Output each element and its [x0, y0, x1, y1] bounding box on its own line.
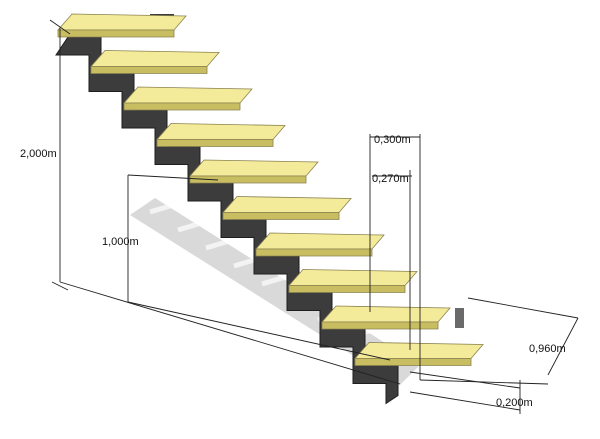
dim-riser-bottom-line	[409, 391, 521, 411]
tread-edge	[288, 285, 406, 293]
tread-top	[321, 305, 451, 323]
label-tread-depth: 0,300m	[374, 134, 411, 146]
tread-top	[123, 86, 253, 104]
label-total-height: 2,000m	[20, 148, 57, 160]
tread-group	[57, 13, 484, 366]
tread-edge	[123, 102, 241, 111]
tread-edge	[156, 139, 274, 147]
label-half-height: 1,000m	[102, 236, 139, 248]
dimension-lines	[49, 19, 579, 414]
dim-width-top-line	[467, 297, 579, 319]
dim-half-floor-line	[127, 301, 391, 361]
tread-top	[222, 196, 352, 213]
tread-edge	[222, 212, 340, 220]
tread-top	[90, 50, 220, 67]
tread-top	[288, 269, 418, 286]
tread-top	[189, 159, 319, 177]
tread-edge	[321, 321, 439, 330]
label-going: 0,270m	[372, 173, 409, 185]
tread-edge	[90, 66, 208, 74]
dim-width-vertical	[547, 317, 579, 376]
support-post	[455, 308, 464, 328]
tread-edge	[255, 248, 373, 257]
tread-top	[156, 123, 286, 140]
tread-edge	[57, 29, 175, 38]
dim-total-bottom-tick	[51, 281, 69, 291]
tread-top	[255, 232, 385, 250]
tread-edge	[354, 358, 472, 366]
dim-floor-line	[59, 281, 401, 385]
label-stair-width: 0,960m	[529, 343, 566, 355]
label-riser-height: 0,200m	[496, 397, 533, 409]
tread-top	[57, 13, 187, 31]
dim-total-top-tick	[49, 19, 71, 35]
dim-riser-top-line	[409, 371, 521, 389]
dim-width-bottom-line	[419, 379, 549, 385]
tread-edge	[189, 175, 307, 184]
dim-half-top-line	[127, 174, 219, 181]
